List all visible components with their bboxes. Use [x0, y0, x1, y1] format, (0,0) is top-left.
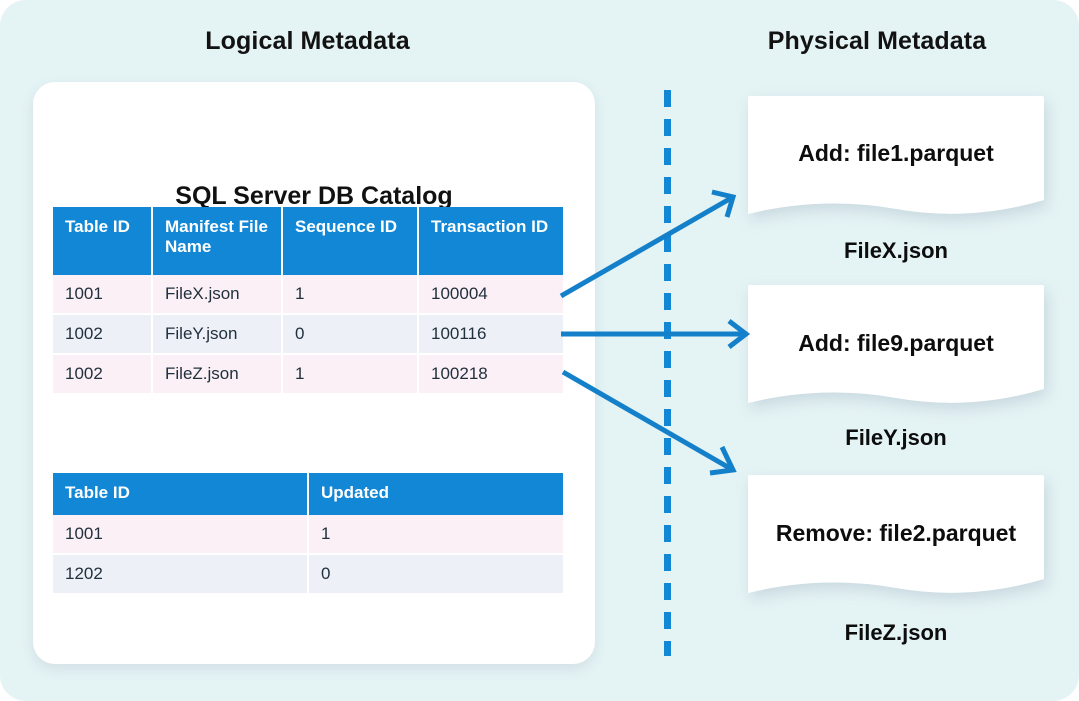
cell-manifest-file: FileZ.json: [153, 355, 283, 395]
physical-file-label-filey: FileY.json: [845, 425, 947, 450]
writesets-table: Table ID Updated 1001 1 1202 0: [53, 473, 563, 596]
vertical-dashed-divider: [664, 90, 671, 656]
cell-table-id: 1202: [53, 555, 309, 596]
arrow-head-1-icon: [711, 189, 737, 218]
cell-sequence-id: 0: [283, 315, 419, 355]
table-header-row: Table ID Manifest File Name Sequence ID …: [53, 207, 563, 275]
document-shape-icon: [748, 475, 1044, 593]
column-header-table-id: Table ID: [53, 473, 309, 516]
manifests-table: Table ID Manifest File Name Sequence ID …: [53, 207, 563, 395]
cell-table-id: 1001: [53, 515, 309, 556]
cell-sequence-id: 1: [283, 275, 419, 315]
cell-updated: 1: [309, 515, 563, 556]
physical-file-label-filez: FileZ.json: [844, 620, 948, 645]
sql-server-db-catalog-panel: SQL Server DB Catalog Manifests Table ID…: [33, 82, 595, 664]
document-shape-icon: [748, 96, 1044, 214]
document-shape-icon: [748, 285, 1044, 403]
physical-file-card-filey: [748, 285, 1044, 407]
table-header-row: Table ID Updated: [53, 473, 563, 516]
logical-metadata-heading: Logical Metadata: [205, 27, 410, 55]
column-header-table-id: Table ID: [53, 207, 153, 275]
physical-file-card-filex: [748, 96, 1044, 218]
table-row: 1001 FileX.json 1 100004: [53, 275, 563, 315]
physical-file-content-filey: Add: file9.parquet: [798, 330, 994, 356]
physical-file-content-filex: Add: file1.parquet: [798, 140, 994, 166]
table-row: 1002 FileY.json 0 100116: [53, 315, 563, 355]
arrow-head-2-icon: [727, 319, 751, 349]
arrow-head-3-icon: [709, 445, 737, 476]
table-row: 1002 FileZ.json 1 100218: [53, 355, 563, 395]
column-header-updated: Updated: [309, 473, 563, 516]
cell-manifest-file: FileY.json: [153, 315, 283, 355]
cell-table-id: 1002: [53, 315, 153, 355]
physical-file-card-filez: [748, 475, 1044, 597]
cell-updated: 0: [309, 555, 563, 596]
cell-transaction-id: 100218: [419, 355, 563, 395]
table-row: 1001 1: [53, 515, 563, 556]
cell-transaction-id: 100004: [419, 275, 563, 315]
table-row: 1202 0: [53, 555, 563, 596]
column-header-sequence-id: Sequence ID: [283, 207, 419, 275]
column-header-manifest-file-name: Manifest File Name: [153, 207, 283, 275]
catalog-title: SQL Server DB Catalog: [175, 182, 453, 210]
cell-table-id: 1002: [53, 355, 153, 395]
physical-file-label-filex: FileX.json: [844, 238, 948, 263]
cell-table-id: 1001: [53, 275, 153, 315]
physical-file-content-filez: Remove: file2.parquet: [775, 520, 1017, 546]
cell-sequence-id: 1: [283, 355, 419, 395]
cell-manifest-file: FileX.json: [153, 275, 283, 315]
column-header-transaction-id: Transaction ID: [419, 207, 563, 275]
cell-transaction-id: 100116: [419, 315, 563, 355]
physical-metadata-heading: Physical Metadata: [767, 27, 987, 55]
